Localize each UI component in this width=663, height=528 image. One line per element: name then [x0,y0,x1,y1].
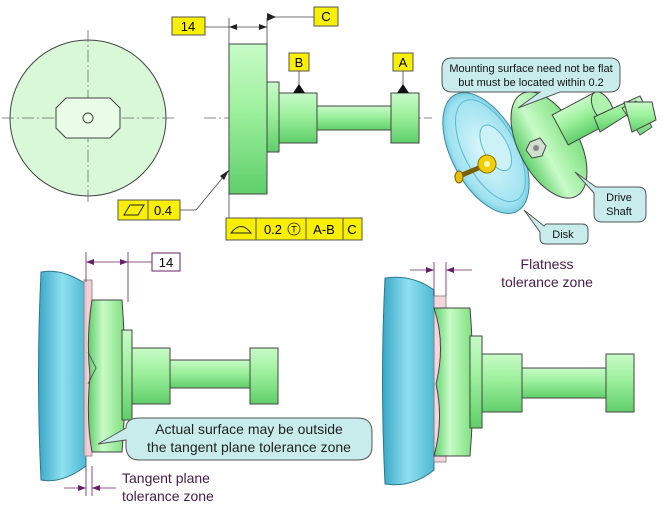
flatness-zone-label: Flatness tolerance zone [410,256,593,296]
mounting-line1: Mounting surface need not be flat [449,63,612,75]
isometric-assembly [442,91,657,214]
side-view-shaft [204,43,432,195]
disk-iso [442,92,530,214]
flatness-line2: tolerance zone [501,274,593,290]
front-view [2,30,176,205]
dim-14-top-text: 14 [181,19,195,34]
drive-shaft-line1: Drive [606,192,632,204]
datum-c-text: C [321,9,330,24]
mounting-callout: Mounting surface need not be flat but mu… [441,57,621,109]
mounting-line2: but must be located within 0.2 [458,77,604,89]
datum-ref-ab: A-B [313,222,335,237]
actual-surface-callout: Actual surface may be outside the tangen… [97,417,373,461]
actual-line2: the tangent plane tolerance zone [147,439,351,455]
dimension-14-top: 14 [171,16,268,82]
flatness-line1: Flatness [521,256,574,272]
profile-value: 0.2 [264,222,282,237]
datum-c: C [267,6,339,27]
tangent-zone-label: Tangent plane tolerance zone [64,466,214,504]
datum-ref-c: C [347,222,356,237]
drive-shaft-callout: Drive Shaft [574,171,647,223]
disk-callout: Disk [523,209,589,245]
disk-label: Disk [552,229,574,241]
dim-14-bottom-text: 14 [159,255,173,270]
tangent-line2: tolerance zone [122,488,214,504]
datum-a: A [392,52,414,93]
datum-a-text: A [399,55,408,70]
tangent-plane-assembly [38,270,279,482]
flatness-value: 0.4 [154,203,172,218]
profile-frame: 0.2 T A-B C [225,194,363,241]
flatness-assembly [382,276,635,486]
datum-b-text: B [295,55,304,70]
flatness-frame: 0.4 [117,169,230,221]
actual-line1: Actual surface may be outside [155,421,343,437]
datum-b: B [288,52,310,93]
flatness-symbol-icon [123,204,145,216]
tangent-symbol: T [291,225,297,235]
profile-surface-icon [229,226,253,234]
drive-shaft-line2: Shaft [606,206,632,218]
tangent-modifier-icon [287,222,301,236]
dimension-14-bottom: 14 [85,252,181,302]
tangent-line1: Tangent plane [122,470,210,486]
dim-14-top-box [171,16,206,36]
